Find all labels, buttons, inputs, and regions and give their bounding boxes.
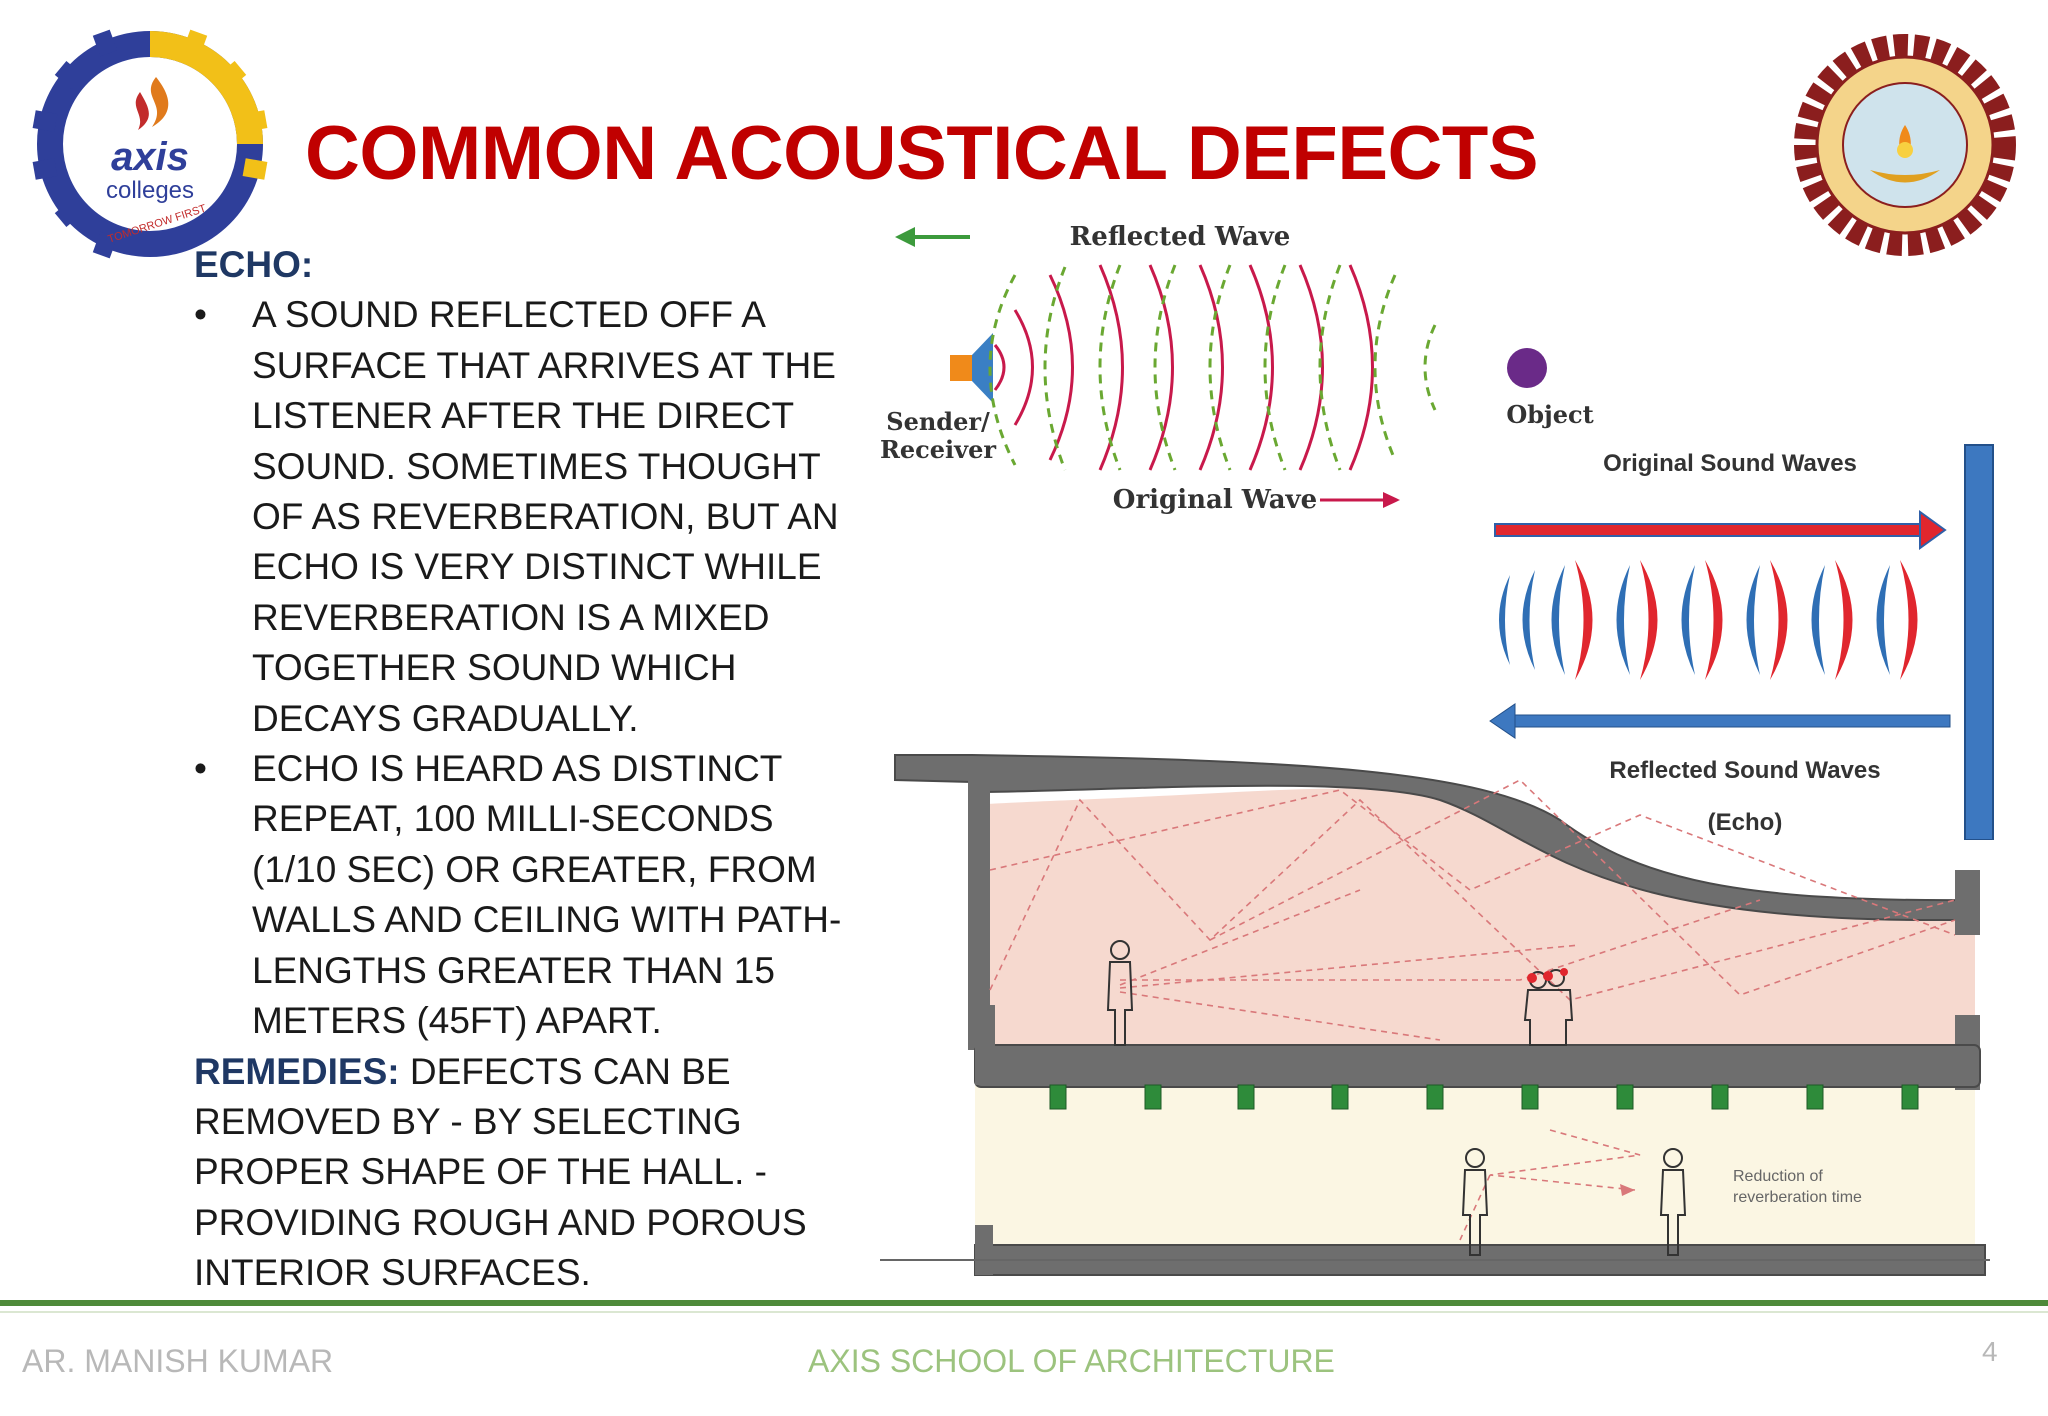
bullet-text: A SOUND REFLECTED OFF A SURFACE THAT ARR… [252,294,839,739]
gear-icon [32,29,268,259]
slide-title: COMMON ACOUSTICAL DEFECTS [305,111,1539,196]
object-icon [1507,348,1547,388]
svg-text:axis: axis [111,135,189,179]
svg-text:colleges: colleges [106,177,194,204]
remedies-text: DEFECTS CAN BE REMOVED BY - BY SELECTING… [194,1050,807,1294]
sender-label: Sender/ [886,407,990,436]
footer-author: AR. MANISH KUMAR [22,1343,334,1379]
axis-colleges-logo: axis colleges TOMORROW FIRST [28,22,273,267]
bullet-text: ECHO IS HEARD AS DISTINCT REPEAT, 100 MI… [252,748,842,1042]
text-content: ECHO: • A SOUND REFLECTED OFF A SURFACE … [194,240,864,1299]
person-icon [1106,940,1134,1046]
bullet-icon: • [194,748,207,790]
original-arrow-icon [1494,510,1947,550]
list-item: • ECHO IS HEARD AS DISTINCT REPEAT, 100 … [194,744,864,1046]
remedies-paragraph: REMEDIES: DEFECTS CAN BE REMOVED BY - BY… [194,1047,864,1299]
page-number: 4 [1982,1336,1998,1367]
reflected-wave-label: Reflected Wave [1070,222,1291,252]
reflected-wave-arrow-icon [895,227,970,247]
sound-wave-reflection-diagram: Original Sound Waves Refl [1480,440,2000,841]
footer-divider-light [0,1311,2048,1313]
echo-diagram: Reflected Wave Sender [875,215,1605,520]
hall-section-diagram: Reduction of reverberation time [880,740,1990,1295]
flame-icon [150,77,169,127]
speaker-icon [950,333,993,403]
echo-label: (Echo) [1708,809,1783,836]
object-label: Object [1506,400,1593,429]
reflected-arrow-icon [1489,703,1951,739]
person-icon [1659,1148,1687,1256]
wall-icon [1964,444,1994,841]
remedies-label: REMEDIES: [194,1050,400,1092]
original-waves-label: Original Sound Waves [1603,450,1857,477]
reduction-label: Reduction of [1733,1168,1823,1185]
footer-divider [0,1300,2048,1306]
footer-school: AXIS SCHOOL OF ARCHITECTURE [808,1343,1335,1379]
original-wave-label: Original Wave [1113,485,1317,515]
person-icon [1461,1148,1489,1256]
original-wave-arrow-icon [1320,492,1400,508]
reverberation-time-label: reverberation time [1733,1189,1862,1206]
university-seal-logo [1790,30,2020,260]
reflected-waves-label: Reflected Sound Waves [1609,757,1880,784]
list-item: • A SOUND REFLECTED OFF A SURFACE THAT A… [194,290,864,744]
receiver-label: Receiver [880,435,996,464]
echo-heading: ECHO: [194,244,314,285]
bullet-icon: • [194,294,207,336]
